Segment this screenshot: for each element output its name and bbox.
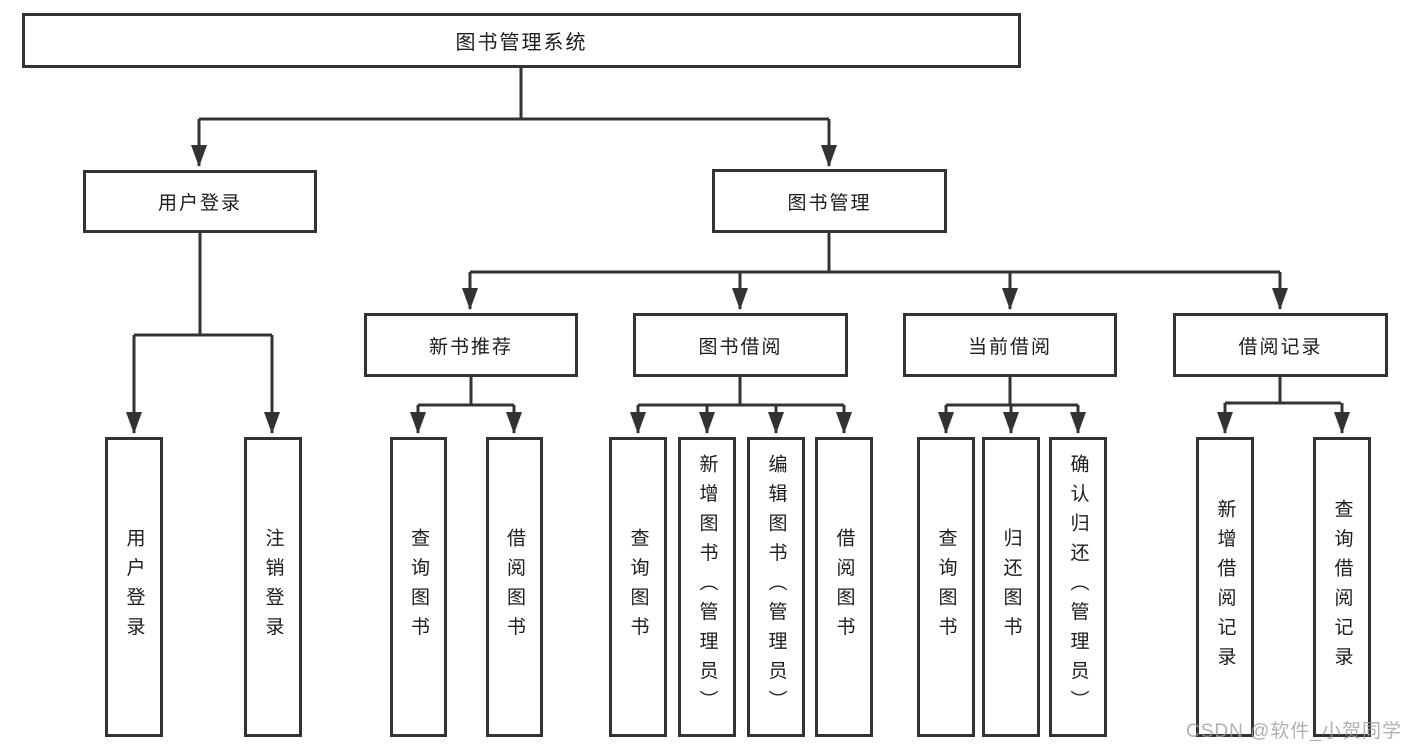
node-borrow-records: 借阅记录: [1173, 313, 1388, 377]
node-book-borrowing-label: 图书借阅: [698, 336, 783, 358]
leaf-borrow-books-recommend-label: 借阅图书: [504, 528, 525, 646]
leaf-query-books-recommend-label: 查询图书: [408, 528, 429, 646]
node-root-label: 图书管理系统: [455, 32, 588, 54]
node-user-login: 用户登录: [83, 170, 317, 233]
node-user-login-label: 用户登录: [157, 193, 242, 214]
node-current-borrowing: 当前借阅: [903, 313, 1117, 377]
leaf-confirm-return-admin: 确认归还（管理员）: [1049, 437, 1107, 737]
leaf-edit-books-admin: 编辑图书（管理员）: [747, 437, 805, 737]
node-book-borrowing: 图书借阅: [633, 313, 848, 377]
leaf-return-books: 归还图书: [982, 437, 1040, 737]
node-root-system: 图书管理系统: [22, 13, 1021, 68]
leaf-add-books-admin-label: 新增图书（管理员）: [696, 454, 718, 720]
leaf-borrow-books: 借阅图书: [815, 437, 873, 737]
node-new-book-recommend: 新书推荐: [364, 313, 578, 377]
leaf-add-borrow-record: 新增借阅记录: [1196, 437, 1254, 737]
leaf-query-books-borrowing-label: 查询图书: [627, 528, 649, 646]
node-book-management: 图书管理: [712, 169, 947, 233]
leaf-query-books-borrowing: 查询图书: [609, 437, 667, 737]
leaf-logout: 注销登录: [244, 437, 302, 737]
node-new-book-recommend-label: 新书推荐: [428, 336, 513, 358]
leaf-user-login-label: 用户登录: [123, 528, 145, 646]
csdn-watermark: CSDN @软件_小贺同学: [1186, 721, 1402, 742]
leaf-query-borrow-record: 查询借阅记录: [1313, 437, 1371, 737]
leaf-borrow-books-recommend: 借阅图书: [486, 437, 543, 737]
leaf-user-login: 用户登录: [105, 437, 163, 737]
node-book-management-label: 图书管理: [787, 192, 872, 214]
leaf-edit-books-admin-label: 编辑图书（管理员）: [765, 454, 787, 720]
leaf-confirm-return-admin-label: 确认归还（管理员）: [1067, 454, 1089, 720]
node-borrow-records-label: 借阅记录: [1238, 336, 1323, 358]
leaf-borrow-books-label: 借阅图书: [833, 528, 855, 646]
leaf-query-books-current: 查询图书: [917, 437, 975, 737]
leaf-logout-label: 注销登录: [262, 528, 284, 646]
leaf-query-books-current-label: 查询图书: [935, 528, 957, 646]
leaf-add-borrow-record-label: 新增借阅记录: [1214, 498, 1236, 676]
leaf-query-borrow-record-label: 查询借阅记录: [1331, 498, 1353, 676]
leaf-return-books-label: 归还图书: [1000, 528, 1022, 646]
leaf-query-books-recommend: 查询图书: [390, 437, 447, 737]
leaf-add-books-admin: 新增图书（管理员）: [678, 437, 736, 737]
node-current-borrowing-label: 当前借阅: [967, 336, 1052, 358]
